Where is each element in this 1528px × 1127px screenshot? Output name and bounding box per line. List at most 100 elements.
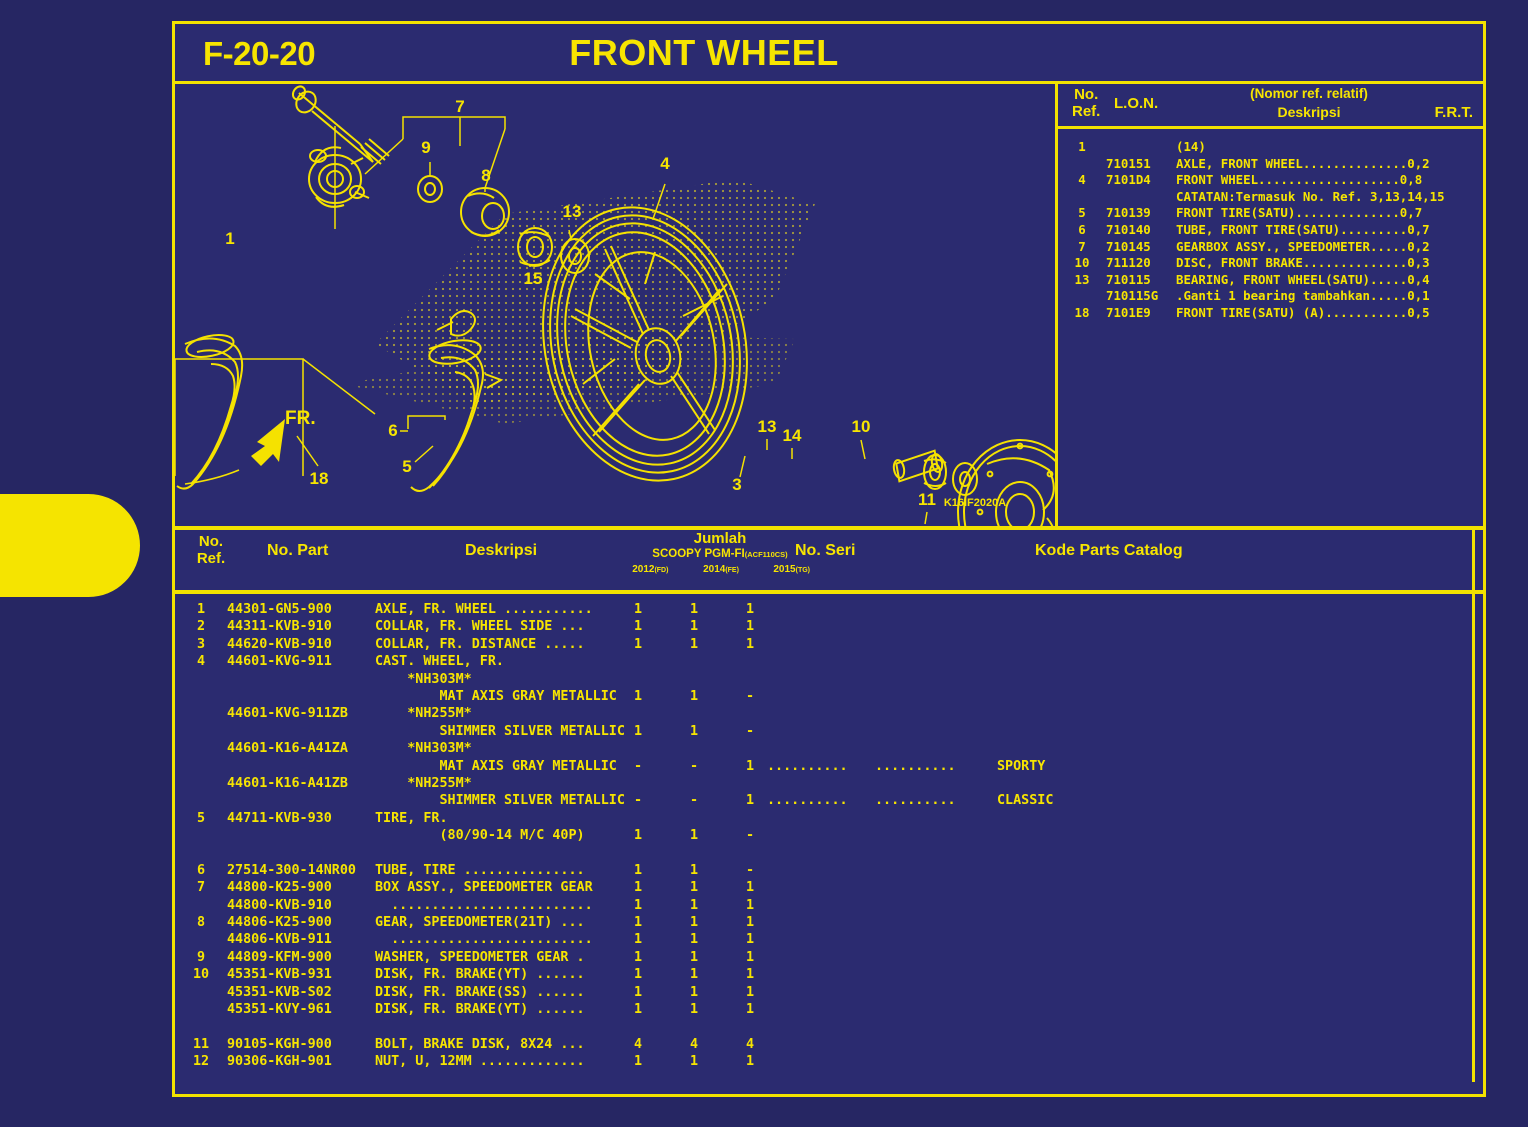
parts-header-year-value: 2015 (773, 564, 796, 575)
callout-9: 9 (421, 138, 430, 157)
parts-cell-part: 44601-KVG-911ZB (227, 706, 348, 722)
table-row: 44800-KVB-910 .........................1… (175, 898, 1483, 915)
drawing-code: K16IF2020A (944, 497, 1006, 509)
table-row: 2 44311-KVB-910 COLLAR, FR. WHEEL SIDE ...… (175, 619, 1483, 636)
parts-cell-q1: 1 (633, 636, 643, 652)
frt-cell-desc: .Ganti 1 bearing tambahkan.....0,1 (1176, 288, 1430, 304)
parts-cell-part: 27514-300-14NR00 (227, 862, 356, 878)
parts-cell-q2: 1 (689, 897, 699, 913)
frt-cell-desc: BEARING, FRONT WHEEL(SATU).....0,4 (1176, 271, 1430, 287)
fr-arrow-label: FR. (285, 408, 316, 429)
frt-cell-lon: 7101E9 (1106, 304, 1151, 320)
parts-cell-desc: BOLT, BRAKE DISK, 8X24 ... (375, 1036, 585, 1052)
frt-row: CATATAN:Termasuk No. Ref. 3,13,14,15 (1058, 189, 1483, 206)
callout-18: 18 (310, 469, 329, 488)
parts-cell-q2: 1 (689, 828, 699, 844)
parts-cell-part: 90306-KGH-901 (227, 1054, 332, 1070)
table-row: MAT AXIS GRAY METALLIC--1...............… (175, 759, 1483, 776)
parts-cell-q1: 1 (633, 688, 643, 704)
parts-cell-desc: COLLAR, FR. WHEEL SIDE ... (375, 619, 585, 635)
frt-cell-desc: CATATAN:Termasuk No. Ref. 3,13,14,15 (1176, 188, 1445, 204)
parts-cell-part: 44806-K25-900 (227, 915, 332, 931)
frt-cell-desc: GEARBOX ASSY., SPEEDOMETER.....0,2 (1176, 238, 1430, 254)
parts-cell-q3: 1 (745, 880, 755, 896)
frt-cell-ref: 13 (1074, 271, 1090, 287)
parts-cell-part: 45351-KVB-931 (227, 967, 332, 983)
parts-cell-q2: 1 (689, 984, 699, 1000)
parts-header-jumlah: Jumlah (693, 530, 747, 547)
part-bearing-13b (923, 454, 947, 490)
frt-table: No. Ref. L.O.N. (Nomor ref. relatif) Des… (1055, 84, 1483, 526)
parts-header-years: 2012(FD)2014(FE)2015(TG) (615, 564, 827, 575)
parts-header-year-value: 2012 (632, 564, 655, 575)
parts-cell-q1: 1 (633, 897, 643, 913)
parts-cell-q1: 1 (633, 967, 643, 983)
parts-cell-q3: 1 (745, 897, 755, 913)
frt-cell-lon: 710140 (1106, 221, 1151, 237)
parts-cell-q1: - (633, 758, 643, 774)
parts-cell-q2: 4 (689, 1036, 699, 1052)
upper-section: 1 7 9 8 13 15 4 18 6 5 13 14 3 16 10 11 … (175, 84, 1483, 530)
frt-row: 710115G .Ganti 1 bearing tambahkan.....0,… (1058, 288, 1483, 305)
frt-cell-desc: AXLE, FRONT WHEEL..............0,2 (1176, 155, 1430, 171)
parts-header-year-value: 2014 (703, 564, 726, 575)
part-axle (291, 85, 390, 165)
table-row (175, 1019, 1483, 1036)
parts-cell-part: 44800-KVB-910 (227, 897, 332, 913)
callout-7: 7 (455, 97, 464, 116)
parts-header-year: 2014(FE) (686, 564, 757, 575)
parts-cell-desc: CAST. WHEEL, FR. (375, 654, 504, 670)
parts-table-right-divider (1472, 530, 1475, 1082)
parts-header-ref: Ref. (196, 550, 226, 567)
part-collar-3 (892, 449, 944, 483)
frt-cell-lon: 710115G (1106, 288, 1159, 304)
part-gearbox (308, 146, 370, 208)
table-row: 44601-K16-A41ZB *NH255M* (175, 776, 1483, 793)
parts-cell-q3: 4 (745, 1036, 755, 1052)
page-title: FRONT WHEEL (569, 32, 839, 73)
parts-cell-desc: *NH303M* (375, 671, 472, 687)
parts-header-model-code: (ACF110CS) (744, 550, 788, 559)
parts-cell-q3: 1 (745, 915, 755, 931)
parts-cell-q2: 1 (689, 1054, 699, 1070)
frt-cell-ref: 7 (1078, 238, 1086, 254)
table-row: 44806-KVB-911 .........................1… (175, 932, 1483, 949)
frt-cell-ref: 4 (1078, 172, 1086, 188)
parts-cell-q1: 1 (633, 949, 643, 965)
parts-cell-q2: 1 (689, 723, 699, 739)
parts-cell-q3: - (745, 862, 755, 878)
parts-cell-part: 44311-KVB-910 (227, 619, 332, 635)
parts-cell-part: 45351-KVB-S02 (227, 984, 332, 1000)
parts-cell-q3: 1 (745, 602, 755, 617)
parts-cell-q1: 1 (633, 1054, 643, 1070)
parts-cell-q2: - (689, 793, 699, 809)
callout-5: 5 (402, 457, 411, 476)
diagram-svg (175, 85, 1055, 526)
parts-cell-ref: 2 (196, 619, 206, 635)
parts-table: No. Ref. No. Part Deskripsi Jumlah SCOOP… (175, 530, 1483, 1082)
frt-header-no: No. (1074, 86, 1099, 103)
parts-cell-q2: 1 (689, 862, 699, 878)
parts-cell-part: 44809-KFM-900 (227, 949, 332, 965)
table-row (175, 845, 1483, 862)
frt-cell-lon: 710145 (1106, 238, 1151, 254)
parts-table-header: No. Ref. No. Part Deskripsi Jumlah SCOOP… (175, 530, 1483, 594)
frt-cell-ref: 6 (1078, 221, 1086, 237)
parts-cell-desc: SHIMMER SILVER METALLIC (375, 723, 625, 739)
frt-cell-desc: FRONT TIRE(SATU)..............0,7 (1176, 205, 1423, 221)
parts-cell-part: 44601-K16-A41ZA (227, 741, 348, 757)
parts-cell-desc: MAT AXIS GRAY METALLIC (375, 688, 617, 704)
parts-cell-desc: MAT AXIS GRAY METALLIC (375, 758, 617, 774)
parts-cell-q1: 1 (633, 984, 643, 1000)
callout-15: 15 (524, 269, 543, 288)
callout-8: 8 (481, 166, 490, 185)
